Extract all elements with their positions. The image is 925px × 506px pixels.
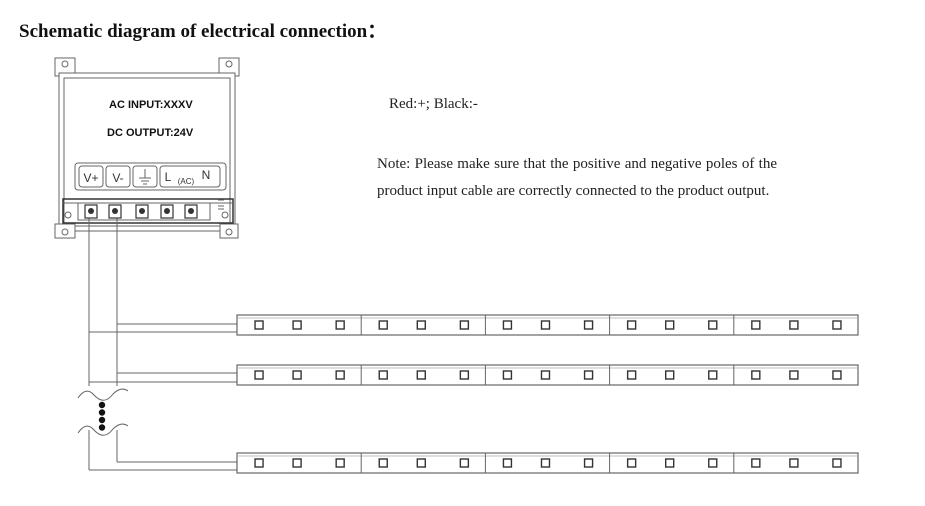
terminal-label: (AC) xyxy=(178,177,195,186)
led-chip xyxy=(789,458,799,468)
led-chip xyxy=(254,458,264,468)
led-chip xyxy=(626,458,637,468)
led-chip xyxy=(502,320,513,330)
led-chip xyxy=(789,370,799,380)
screw-head xyxy=(112,208,118,214)
terminal-screws xyxy=(84,204,198,219)
led-chip xyxy=(832,458,842,468)
led-chip xyxy=(832,320,842,330)
led-chip xyxy=(664,370,675,380)
diagram-title: Schematic diagram of electrical connecti… xyxy=(19,21,387,42)
led-chip xyxy=(540,370,551,380)
led-chip xyxy=(292,458,302,468)
led-chip xyxy=(335,320,345,330)
led-chip xyxy=(502,370,513,380)
led-strips xyxy=(236,314,859,474)
ac-input-label: AC INPUT:XXXV xyxy=(109,99,193,111)
screw-head xyxy=(139,208,145,214)
led-chip xyxy=(626,320,637,330)
led-chip xyxy=(378,458,388,468)
led-chip xyxy=(540,458,551,468)
led-chip xyxy=(254,320,264,330)
dc-output-label: DC OUTPUT:24V xyxy=(107,127,194,139)
led-chip xyxy=(664,458,675,468)
screw-head xyxy=(88,208,94,214)
led-chip xyxy=(832,370,842,380)
continuation-dot xyxy=(98,409,106,416)
terminal-label: V+ xyxy=(83,171,98,185)
continuation-dot xyxy=(98,401,106,409)
led-chip xyxy=(708,458,718,468)
led-chip xyxy=(789,320,799,330)
continuation-dot xyxy=(98,416,106,424)
led-chip xyxy=(378,370,388,380)
led-chip xyxy=(459,458,470,468)
wire-color-legend: Red:+; Black:- xyxy=(389,96,478,112)
power-supply-unit xyxy=(54,57,240,471)
led-chip xyxy=(416,370,426,380)
led-chip xyxy=(751,458,761,468)
terminal-label: N xyxy=(202,168,211,182)
screw-head xyxy=(188,208,194,214)
led-chip xyxy=(459,320,470,330)
led-chip xyxy=(459,370,470,380)
led-chip xyxy=(292,370,302,380)
continuation-dot xyxy=(98,424,106,431)
led-chip xyxy=(540,320,551,330)
led-chip xyxy=(664,320,675,330)
led-chip xyxy=(502,458,513,468)
led-chip xyxy=(708,370,718,380)
led-chip xyxy=(378,320,388,330)
led-chip xyxy=(335,370,345,380)
led-strip xyxy=(236,452,859,474)
led-chip xyxy=(583,458,594,468)
polarity-note: Note: Please make sure that the positive… xyxy=(377,156,777,199)
led-chip xyxy=(751,370,761,380)
led-chip xyxy=(751,320,761,330)
led-chip xyxy=(583,370,594,380)
led-strip xyxy=(236,364,859,386)
led-chip xyxy=(583,320,594,330)
terminal-label: L xyxy=(165,170,172,184)
screw-head xyxy=(164,208,170,214)
led-chip xyxy=(416,458,426,468)
continuation-dots xyxy=(98,401,106,431)
led-chip xyxy=(416,320,426,330)
led-chip xyxy=(254,370,264,380)
led-chip xyxy=(708,320,718,330)
terminal-label: V- xyxy=(112,171,123,185)
led-chip xyxy=(626,370,637,380)
terminal-labels: V+ V- L (AC) N xyxy=(83,168,210,186)
led-strip xyxy=(236,314,859,336)
led-chip xyxy=(335,458,345,468)
led-chip xyxy=(292,320,302,330)
